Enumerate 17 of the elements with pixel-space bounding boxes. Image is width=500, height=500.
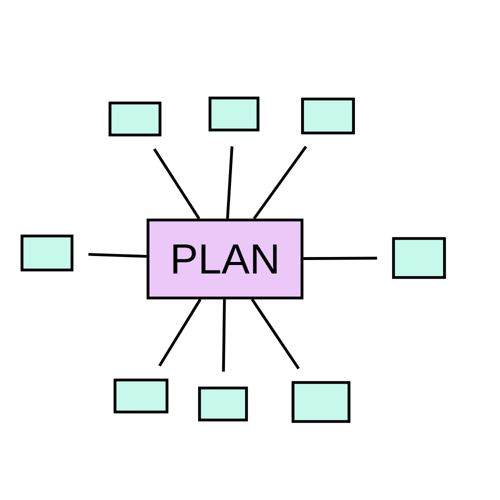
- connector-line: [250, 298, 300, 370]
- box: [301, 98, 355, 134]
- box: [20, 234, 74, 272]
- box: [392, 237, 446, 279]
- connector-line: [153, 148, 200, 220]
- box: [208, 96, 260, 132]
- connector-line: [226, 146, 234, 219]
- connector-line: [222, 299, 226, 372]
- box: [292, 381, 350, 423]
- box: [108, 102, 162, 136]
- box: [198, 386, 248, 422]
- box: [114, 378, 168, 414]
- connector-line: [252, 146, 308, 220]
- connector-line: [303, 256, 378, 260]
- plan-box: PLAN: [146, 218, 304, 300]
- connector-line: [158, 298, 202, 367]
- connector-line: [88, 252, 147, 258]
